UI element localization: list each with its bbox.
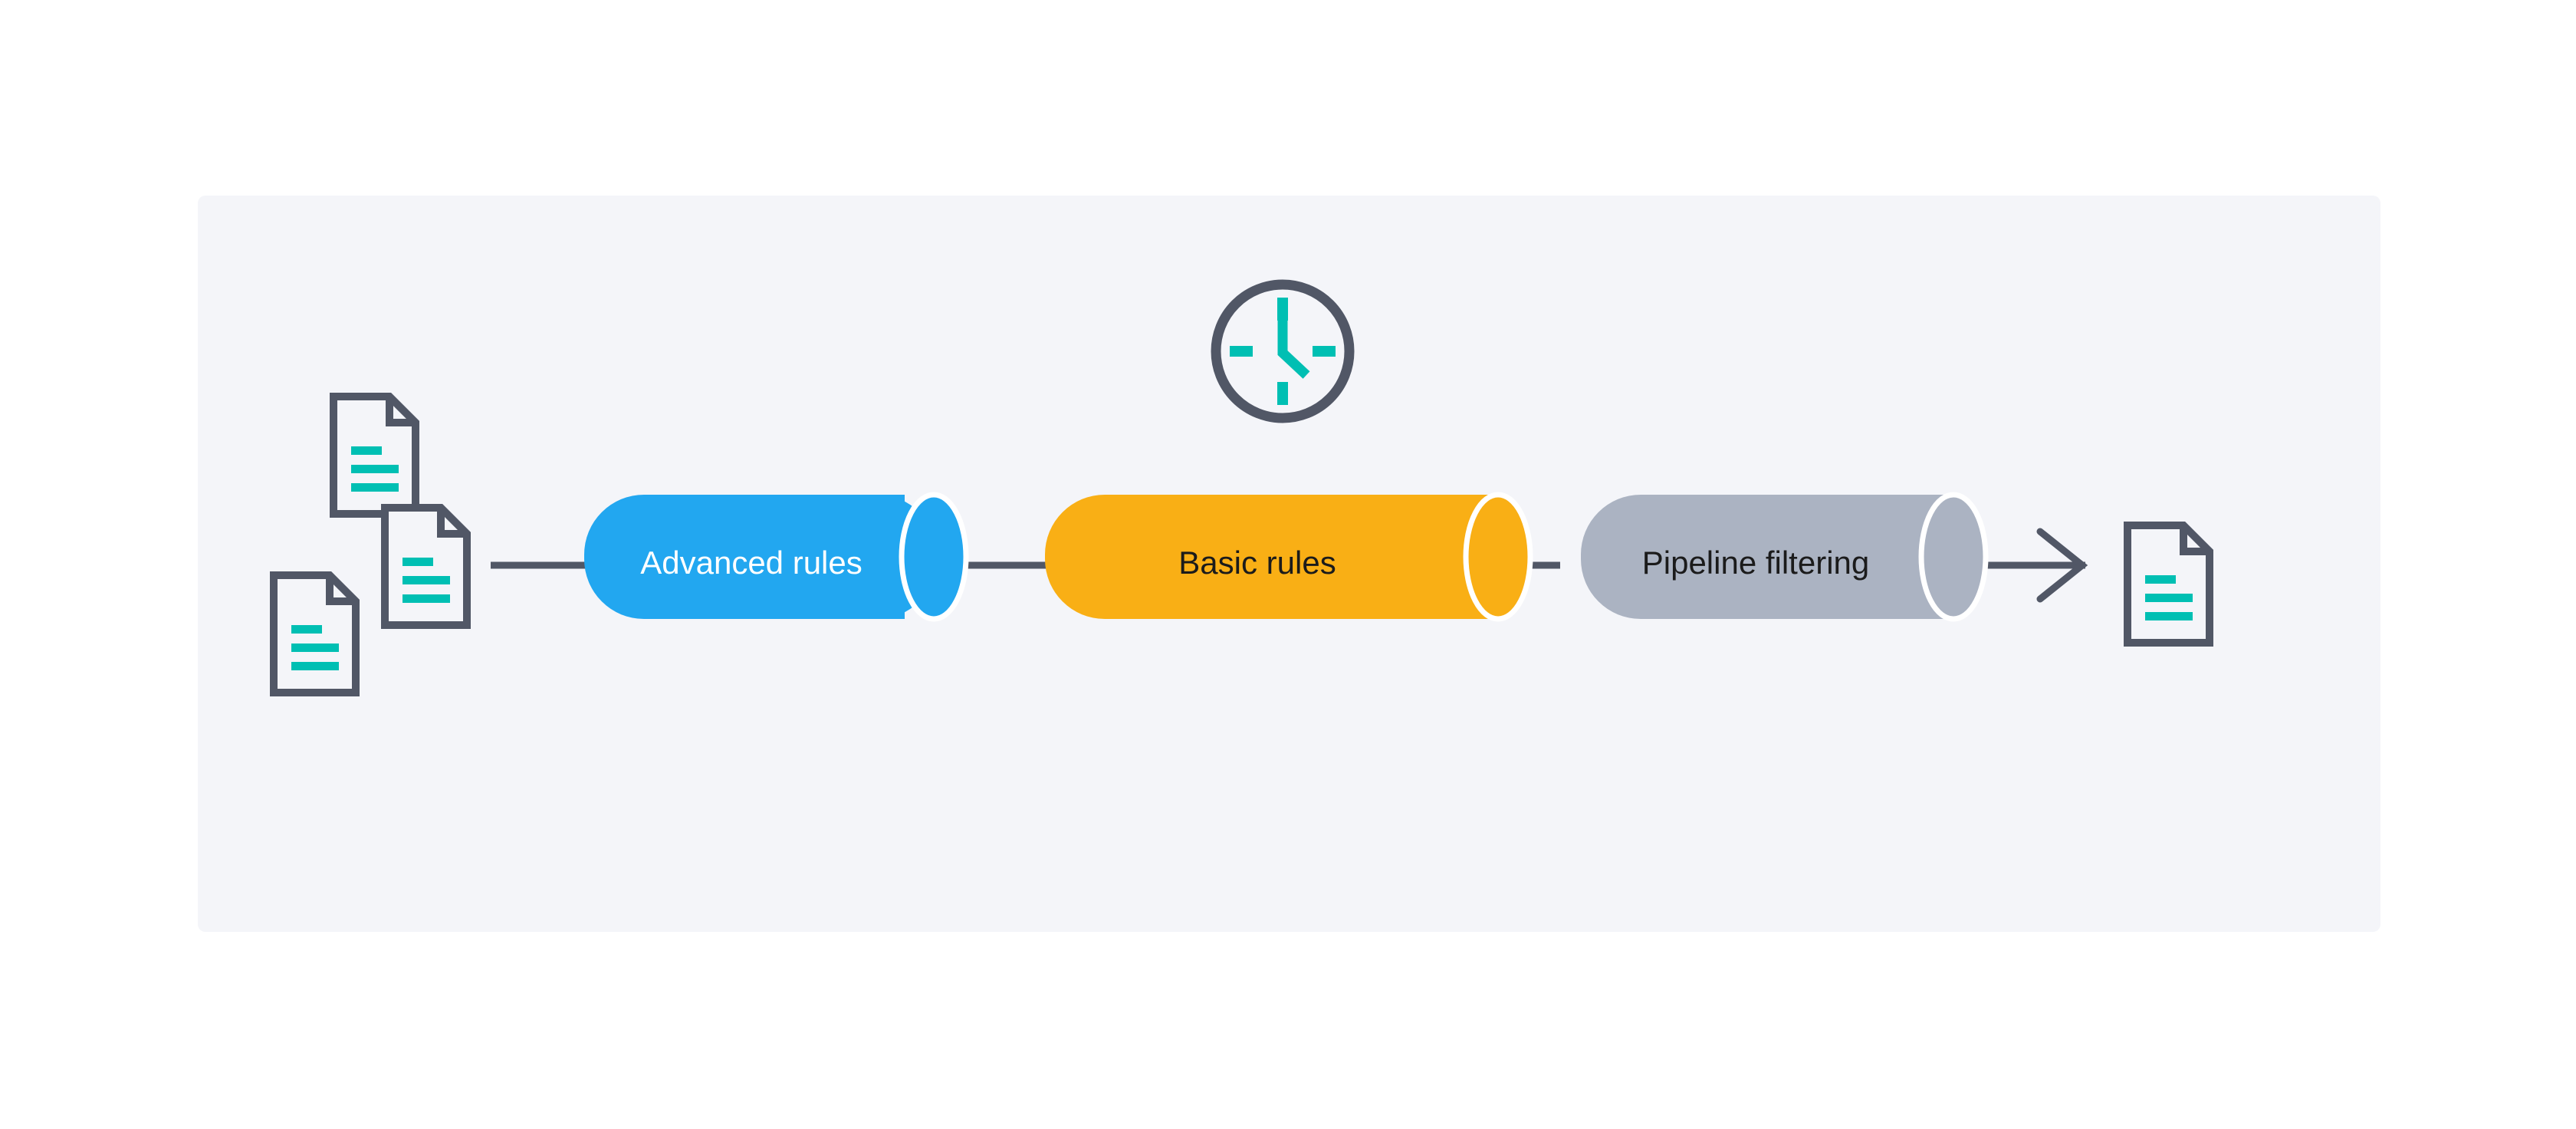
cylinder-end-cap	[1463, 492, 1533, 622]
stage-pipeline-filtering[interactable]: Pipeline filtering	[1581, 492, 1989, 622]
arrow-head-icon	[2036, 528, 2088, 603]
document-page-shape	[2124, 522, 2213, 647]
clock-tick-12	[1277, 298, 1288, 321]
document-icon	[270, 571, 360, 696]
document-text-line-2	[2145, 594, 2193, 602]
document-text-line-1	[351, 446, 382, 455]
output-document-group	[2124, 522, 2213, 647]
stage-advanced-rules[interactable]: Advanced rules	[584, 492, 969, 622]
clock-hands	[1277, 317, 1310, 379]
clock-dial-ring	[1211, 279, 1355, 423]
cylinder-body-fill	[1105, 495, 1500, 619]
document-page-shape	[381, 504, 471, 629]
document-fold-corner	[2180, 525, 2210, 555]
document-text-line-3	[402, 594, 450, 603]
document-text-line-3	[291, 662, 339, 670]
document-fold-corner	[386, 397, 416, 426]
document-text-line-2	[291, 643, 339, 652]
cylinder-body-fill	[644, 495, 905, 619]
stage-basic-rules[interactable]: Basic rules	[1045, 492, 1533, 622]
document-text-line-1	[402, 558, 433, 566]
stage-label: Pipeline filtering	[1642, 545, 1870, 581]
document-page-shape	[330, 393, 419, 518]
cylinder-end-cap	[1918, 492, 1989, 622]
clock-icon	[1211, 279, 1355, 423]
input-documents-group	[270, 393, 471, 696]
clock-tick-9	[1230, 346, 1253, 357]
document-text-line-1	[291, 625, 322, 634]
document-fold-corner	[437, 508, 467, 538]
clock-tick-3	[1313, 346, 1336, 357]
cylinder-body-fill	[1641, 495, 1955, 619]
document-icon	[330, 393, 419, 518]
document-text-line-3	[2145, 612, 2193, 620]
document-text-line-2	[402, 576, 450, 584]
document-text-line-2	[351, 465, 399, 473]
cylinder-end-cap	[899, 492, 969, 622]
document-icon	[2124, 522, 2213, 647]
clock-tick-6	[1277, 382, 1288, 405]
stage-label: Basic rules	[1178, 545, 1336, 581]
document-icon	[381, 504, 471, 629]
stage-label: Advanced rules	[640, 545, 863, 581]
document-text-line-1	[2145, 575, 2176, 584]
document-text-line-3	[351, 483, 399, 492]
document-page-shape	[270, 571, 360, 696]
document-fold-corner	[326, 575, 356, 605]
